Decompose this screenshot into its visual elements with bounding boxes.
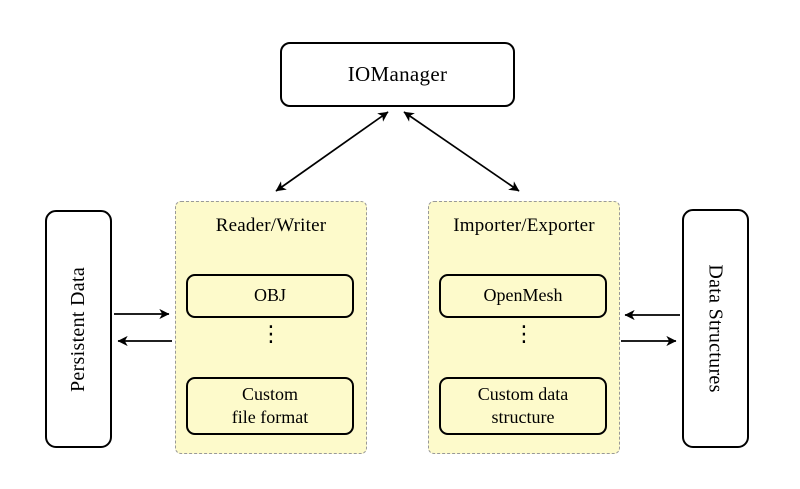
node-openmesh: OpenMesh — [439, 274, 607, 318]
node-custom-file-format-label: Custom file format — [231, 383, 309, 427]
node-custom-file-format: Custom file format — [186, 377, 354, 435]
panel-importer-exporter-title: Importer/Exporter — [453, 215, 595, 236]
panel-reader-writer: Reader/Writer OBJ ⋮ Custom file format — [175, 201, 367, 454]
node-data-structures-label: Data Structures — [705, 264, 728, 393]
node-persistent-data-label: Persistent Data — [67, 266, 89, 392]
panel-importer-exporter: Importer/Exporter OpenMesh ⋮ Custom data… — [428, 201, 620, 454]
node-io-manager: IOManager — [280, 42, 515, 107]
node-obj-label: OBJ — [253, 285, 286, 306]
node-custom-data-structure-label: Custom data structure — [477, 383, 569, 427]
node-custom-data-structure: Custom data structure — [439, 377, 607, 435]
node-persistent-data: Persistent Data — [45, 210, 112, 448]
node-data-structures: Data Structures — [682, 209, 749, 448]
arrow-iomanager-readerwriter — [275, 111, 389, 192]
vertical-ellipsis: ⋮ — [260, 322, 282, 347]
arrow-iomanager-importerexporter — [403, 111, 520, 192]
node-obj: OBJ — [186, 274, 354, 318]
node-openmesh-label: OpenMesh — [483, 285, 563, 306]
node-io-manager-label: IOManager — [347, 62, 448, 86]
vertical-ellipsis: ⋮ — [513, 322, 535, 347]
panel-reader-writer-title: Reader/Writer — [215, 215, 327, 236]
